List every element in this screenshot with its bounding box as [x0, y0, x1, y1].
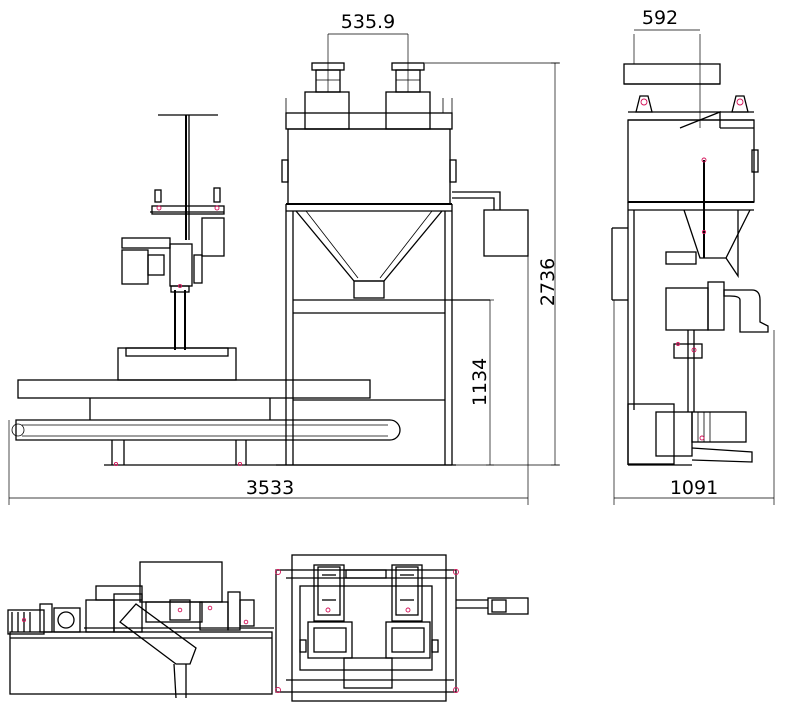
weighing-funnel: [295, 210, 443, 299]
top-width-dimension: [327, 33, 409, 92]
top-width-label: 535.9: [341, 11, 395, 33]
front-view: 2736 1134 535.9 3533: [8, 11, 560, 505]
bag-platform: [17, 347, 371, 420]
support-frame: [276, 204, 490, 466]
side-view: [611, 29, 775, 505]
total-length-dimension: [8, 256, 529, 505]
dust-collector: [452, 191, 529, 257]
belt-conveyor: [11, 419, 401, 467]
side-depth-label: 1091: [670, 477, 718, 499]
total-height-label: 2736: [537, 258, 559, 306]
feed-inlets: [304, 62, 431, 130]
plan-view: [7, 554, 529, 702]
upper-hopper: [281, 98, 457, 212]
side-width-label: 592: [642, 7, 678, 29]
total-length-label: 3533: [246, 477, 294, 499]
sewing-unit: [121, 114, 225, 350]
platform-height-label: 1134: [469, 358, 491, 406]
height-dimensions: [425, 62, 560, 466]
